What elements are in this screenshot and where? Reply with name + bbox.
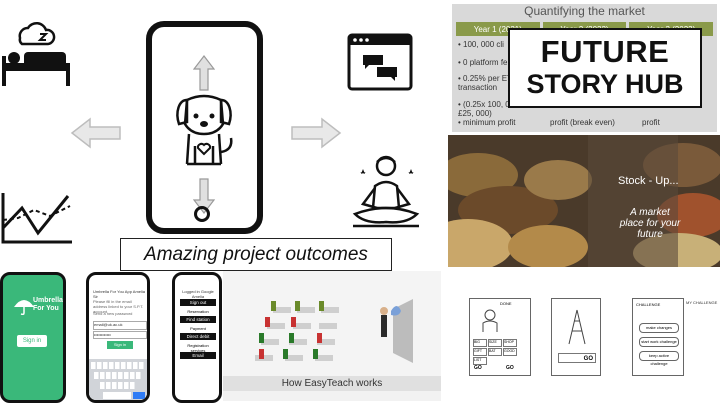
slide-bullet: • minimum profit bbox=[458, 118, 516, 127]
sketch-label: CHALLENGE bbox=[636, 302, 661, 307]
project-outcomes-caption: Amazing project outcomes bbox=[120, 238, 392, 271]
market-tagline: A market place for your future bbox=[619, 207, 681, 240]
umbrella-app-phone: Umbrella For You Sign in bbox=[0, 272, 66, 403]
form-app-phone: Umbrella For You App Amelia Sir Please f… bbox=[86, 272, 150, 403]
easyteach-classroom-image: How EasyTeach works bbox=[223, 271, 441, 401]
browser-chat-icon bbox=[347, 33, 413, 91]
phone-home-button bbox=[194, 206, 210, 222]
logo-line-2: STORY HUB bbox=[526, 69, 684, 99]
menu-find-station-button[interactable]: Find station bbox=[180, 316, 216, 323]
form-text: Please fill in the email address linked … bbox=[93, 299, 144, 314]
sketch-go-label: GO bbox=[506, 365, 514, 371]
future-story-hub-logo: FUTURE STORY HUB bbox=[508, 28, 702, 108]
menu-app-phone: Logged in Google Amelia Sign out Reserva… bbox=[172, 272, 222, 403]
sketch-corner-label: MY CHALLENGE bbox=[686, 300, 718, 305]
slide-bullet: • 0 platform fe bbox=[458, 58, 508, 67]
arrow-left-icon bbox=[70, 117, 122, 149]
umbrella-app-title: Umbrella For You bbox=[33, 297, 63, 312]
menu-label: Registration services bbox=[187, 343, 209, 353]
sketch-screen-3: CHALLENGE make changes start work challe… bbox=[632, 298, 684, 376]
slide-title: Quantifying the market bbox=[524, 4, 645, 18]
sketch-box: SIZE bbox=[488, 339, 502, 347]
menu-label: Payment bbox=[190, 326, 206, 331]
sketch-box: SHOP bbox=[503, 339, 517, 347]
slide-note: profit (break even) bbox=[550, 118, 615, 127]
menu-email-button[interactable]: Email bbox=[180, 352, 216, 359]
menu-label: Reservation bbox=[187, 309, 209, 314]
sketch-pill: make changes bbox=[639, 323, 679, 333]
slide-note: profit bbox=[642, 118, 660, 127]
sketch-go-button: GO bbox=[558, 353, 596, 363]
line-chart-icon bbox=[0, 188, 75, 248]
arrow-right-icon bbox=[290, 117, 342, 149]
sketch-box: GIFT bbox=[473, 348, 487, 356]
umbrella-icon bbox=[13, 297, 35, 315]
stock-up-market-image: Stock - Up... A market place for your fu… bbox=[448, 135, 720, 267]
sketch-box: LIST bbox=[473, 357, 487, 365]
easyteach-caption: How EasyTeach works bbox=[223, 376, 441, 391]
person-sketch-icon bbox=[480, 309, 500, 333]
sketch-go-label: GO bbox=[474, 365, 482, 371]
slide-bullet: • (0.25x 100, 0 £25, 000) bbox=[458, 100, 510, 118]
arrow-down-icon bbox=[193, 178, 215, 214]
keyboard bbox=[89, 359, 147, 400]
sleep-bed-icon bbox=[0, 8, 72, 86]
eiffel-tower-sketch-icon bbox=[564, 309, 590, 345]
slide-bullet: • 100, 000 cli bbox=[458, 40, 504, 49]
sketch-pill: keep active challenge bbox=[639, 351, 679, 366]
slide-bullet: • 0.25% per ETF transaction bbox=[458, 74, 517, 92]
meditation-person-icon bbox=[347, 152, 425, 236]
sketch-box: BIG bbox=[473, 339, 487, 347]
sketch-screen-1: DONE BIG SIZE SHOP GIFT BAT GOOD LIST GO… bbox=[469, 298, 531, 376]
sketch-pill: start work challenge bbox=[639, 337, 679, 347]
dog-icon bbox=[173, 92, 235, 172]
menu-title: Logged in Google Amelia bbox=[182, 289, 214, 299]
menu-sign-out-button[interactable]: Sign out bbox=[180, 299, 216, 306]
form-sign-in-button[interactable]: Sign in bbox=[107, 341, 133, 349]
sketch-label: DONE bbox=[500, 301, 512, 306]
center-phone-frame bbox=[146, 21, 263, 234]
market-title: Stock - Up... bbox=[618, 175, 679, 187]
menu-direct-debit-button[interactable]: Direct debit bbox=[180, 333, 216, 340]
arrow-up-icon bbox=[193, 55, 215, 91]
form-text: Send a new password bbox=[93, 311, 133, 316]
umbrella-sign-in-button[interactable]: Sign in bbox=[17, 335, 47, 347]
sketch-box: BAT bbox=[488, 348, 502, 356]
sketch-grid: BIG SIZE SHOP GIFT BAT GOOD LIST bbox=[473, 339, 529, 365]
logo-line-1: FUTURE bbox=[540, 34, 670, 69]
sketch-box: GOOD bbox=[503, 348, 517, 356]
form-email-field[interactable]: email@uk.ac.uk bbox=[93, 321, 147, 330]
form-heading: Umbrella For You App Amelia Sir bbox=[93, 289, 146, 299]
sketch-screen-2: GO bbox=[551, 298, 601, 376]
form-password-field[interactable]: •••••••••••• bbox=[93, 331, 147, 339]
